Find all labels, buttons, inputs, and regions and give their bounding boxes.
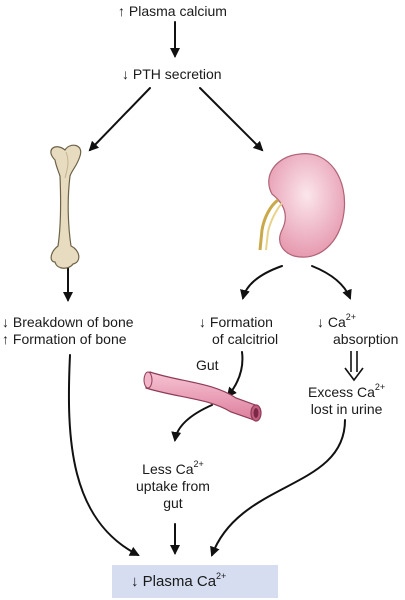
down-arrow-glyph: ↓ [199,314,206,330]
up-arrow-glyph: ↑ [2,331,9,347]
excess-ca-label: Excess Ca2+ lost in urine [308,382,386,418]
formation-text: Formation of bone [12,331,127,347]
gut-text: Gut [196,357,219,373]
pth-secretion-text: PTH secretion [132,66,222,82]
kidney-icon [258,153,346,258]
arrow-kidney-to-absorption [311,265,352,300]
calcitriol-line2: of calcitriol [212,331,279,347]
gut-label: Gut [196,357,219,374]
ca-absorption-label: ↓ Ca2+ absorption [317,312,399,348]
breakdown-line: ↓ Breakdown of bone [2,314,134,331]
calcitriol-line1: ↓ Formation [199,314,278,331]
gut-line-text: gut [163,495,183,511]
calcitriol-line1-text: Formation [209,314,273,330]
excess-text: Excess Ca [308,384,375,400]
formation-line: ↑ Formation of bone [2,331,134,348]
calcitriol-label: ↓ Formation of calcitriol [199,314,278,348]
arrow-kidney-to-calcitriol [240,265,283,300]
bone-icon [50,144,82,269]
result-box [112,565,278,598]
arrow-pth-to-bone [88,87,151,152]
double-arrow-absorption-to-excess [344,351,364,382]
up-arrow-glyph: ↑ [118,3,125,19]
less-ca-charge: 2+ [193,459,204,470]
ca-line: ↓ Ca2+ [317,312,398,331]
arrow-pth-to-kidney [199,87,264,152]
gut-icon [143,371,262,422]
uptake-from-text: uptake from [136,478,210,494]
pth-secretion-label: ↓ PTH secretion [122,66,222,83]
arrow-gut-to-less-uptake [171,404,213,442]
arrow-excess-to-result [210,419,346,557]
plasma-calcium-text: Plasma calcium [128,3,227,19]
down-arrow-glyph: ↓ [317,314,324,330]
ca-charge: 2+ [345,312,357,323]
less-ca-text: Less Ca [142,461,194,477]
absorption-text: absorption [333,331,399,347]
excess-line1: Excess Ca2+ [308,382,386,401]
lost-in-urine-text: lost in urine [310,401,383,417]
arrow-bone-to-result [67,354,140,556]
bone-effects-label: ↓ Breakdown of bone ↑ Formation of bone [2,314,134,348]
less-line1: Less Ca2+ [136,459,210,478]
less-uptake-label: Less Ca2+ uptake from gut [136,459,210,512]
result-charge: 2+ [216,571,227,581]
down-arrow-glyph: ↓ [2,314,9,330]
down-arrow-glyph: ↓ [122,66,129,82]
result-label: ↓ Plasma Ca2+ [131,571,227,591]
arrow-calcitriol-to-gut [226,351,244,398]
breakdown-text: Breakdown of bone [12,314,134,330]
result-text: Plasma Ca [142,573,217,590]
ca-text: Ca [327,314,346,330]
excess-charge: 2+ [374,382,386,393]
plasma-calcium-label: ↑ Plasma calcium [118,3,227,20]
down-arrow-glyph: ↓ [131,573,139,590]
